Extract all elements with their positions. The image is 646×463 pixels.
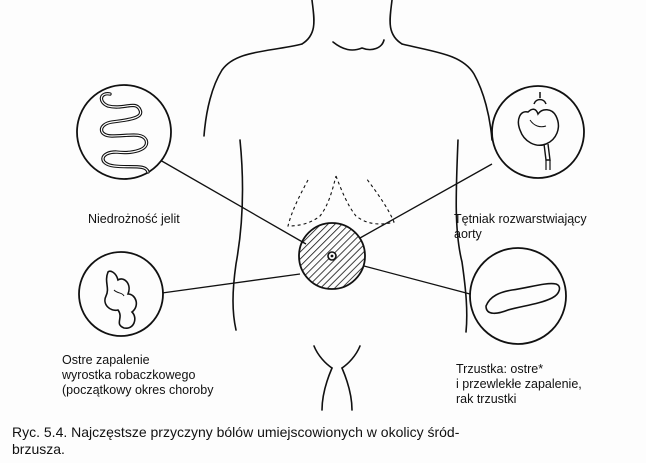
rib-margin-lines (287, 175, 395, 227)
label-pancreas-line-3: rak trzustki (456, 392, 517, 406)
torso-outline (203, 0, 493, 411)
label-appendix: Ostre zapalenie wyrostka robaczkowego (p… (62, 353, 213, 398)
label-obstruction: Niedrożność jelit (88, 212, 180, 227)
label-pancreas-line-1: Trzustka: ostre* (456, 362, 544, 376)
appendix-icon (78, 251, 164, 337)
label-pancreas-line-2: i przewlekłe zapalenie, (456, 377, 582, 391)
label-aorta-line-1: Tętniak rozwarstwiający (454, 212, 587, 226)
caption-line-1: Ryc. 5.4. Najczęstsze przyczyny bólów um… (12, 424, 460, 440)
connector-aorta (359, 163, 493, 239)
label-appendix-line-1: Ostre zapalenie (62, 353, 150, 367)
heart-aorta-icon (491, 85, 585, 179)
figure-caption: Ryc. 5.4. Najczęstsze przyczyny bólów um… (12, 424, 632, 458)
label-pancreas: Trzustka: ostre* i przewlekłe zapalenie,… (456, 362, 582, 407)
intestine-icon (76, 84, 172, 180)
caption-line-2: brzusza. (12, 441, 65, 457)
connector-lines (159, 159, 493, 295)
connector-appendix (161, 273, 301, 294)
label-aorta-line-2: aorty (454, 227, 482, 241)
connector-obstruction (159, 159, 307, 245)
connector-pancreas (363, 265, 471, 295)
label-appendix-line-3: (początkowy okres choroby (62, 383, 214, 397)
label-aorta: Tętniak rozwarstwiający aorty (454, 212, 587, 242)
label-appendix-line-2: wyrostka robaczkowego (62, 368, 196, 382)
pain-region (298, 222, 366, 290)
label-obstruction-line: Niedrożność jelit (88, 212, 180, 226)
pancreas-icon (469, 247, 567, 345)
